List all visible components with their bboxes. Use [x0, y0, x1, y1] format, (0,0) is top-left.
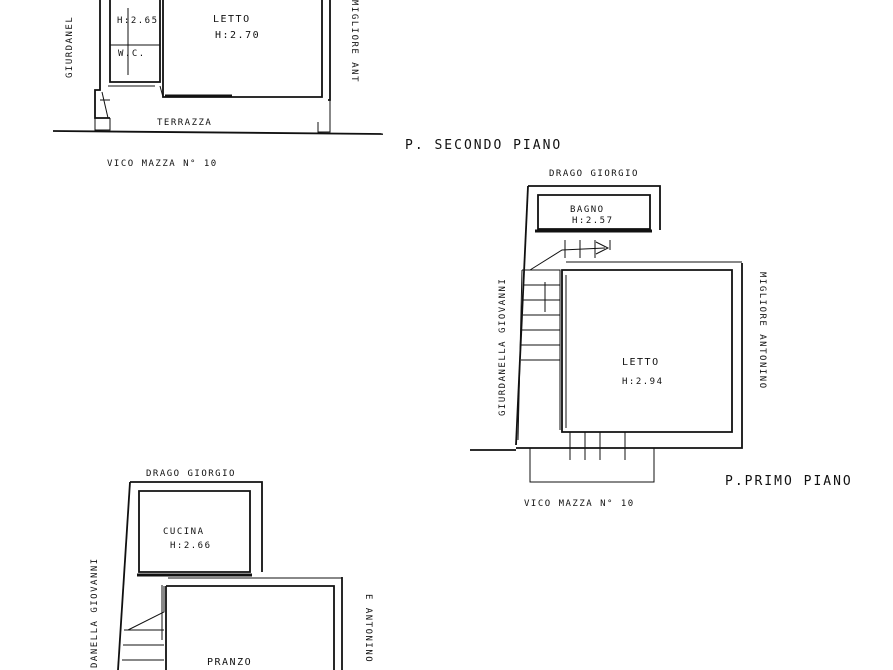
primo-neighbor-left: GIURDANELLA GIOVANNI [498, 278, 508, 416]
plan-piano-terra: DRAGO GIORGIO CUCINA H:2.66 PRANZO DANEL… [90, 469, 373, 670]
primo-neighbor-right: MIGLIORE ANTONINO [757, 272, 767, 390]
terra-neighbor-left: DANELLA GIOVANNI [90, 557, 100, 668]
primo-staircase [517, 240, 611, 441]
secondo-letto-label: LETTO [213, 14, 251, 25]
secondo-door [159, 85, 164, 98]
primo-top-wall [528, 185, 661, 230]
secondo-street-line [52, 130, 384, 135]
primo-right-wall [516, 263, 743, 449]
primo-street-label: VICO MAZZA N° 10 [524, 499, 635, 509]
terra-cucina-label: CUCINA [163, 527, 205, 537]
secondo-right-wall [328, 0, 331, 101]
primo-letto-room [561, 269, 733, 433]
primo-bagno-label: BAGNO [570, 205, 605, 215]
secondo-left-wall [94, 0, 110, 119]
secondo-street-label: VICO MAZZA N° 10 [107, 159, 218, 169]
secondo-neighbor-right: MIGLIORE ANT [349, 0, 359, 83]
terra-pranzo-room [165, 585, 335, 670]
primo-letto-label: LETTO [622, 357, 660, 368]
terra-neighbor-right: E ANTONINO [363, 594, 373, 663]
secondo-terrace-post-right [317, 100, 331, 133]
secondo-neighbor-left: GIURDANEL [65, 16, 75, 78]
secondo-stair-height: H:2.65 [117, 16, 159, 26]
secondo-wc-label: W.C. [118, 49, 146, 59]
secondo-stair-room [109, 0, 161, 83]
secondo-title: P. SECONDO PIANO [405, 138, 562, 153]
primo-door-jambs [569, 432, 626, 460]
primo-front-step [529, 448, 655, 483]
primo-bagno-height: H:2.57 [572, 216, 614, 226]
terra-pranzo-label: PRANZO [207, 657, 252, 668]
terra-top-wall [130, 481, 263, 572]
secondo-terrazza-label: TERRAZZA [157, 118, 212, 128]
terra-cucina-height: H:2.66 [170, 541, 212, 551]
plan-secondo-piano: LETTO H:2.70 H:2.65 W.C. TERRAZZA VICO M… [52, 0, 562, 169]
terra-left-wall [117, 481, 131, 670]
terra-staircase [122, 585, 165, 661]
secondo-letto-height: H:2.70 [215, 30, 260, 41]
primo-left-wall [515, 185, 529, 446]
terra-cucina-room [138, 490, 251, 573]
primo-title: P.PRIMO PIANO [725, 474, 853, 489]
primo-letto-height: H:2.94 [622, 377, 664, 387]
secondo-letto-room [162, 0, 323, 98]
primo-neighbor-top: DRAGO GIORGIO [549, 169, 639, 179]
secondo-details [100, 85, 155, 119]
terra-neighbor-top: DRAGO GIORGIO [146, 469, 236, 479]
secondo-terrace-post-left [94, 118, 111, 131]
plan-primo-piano: DRAGO GIORGIO BAGNO H:2.57 LETTO H:2.94 … [470, 169, 853, 509]
primo-bagno-room [537, 194, 651, 230]
